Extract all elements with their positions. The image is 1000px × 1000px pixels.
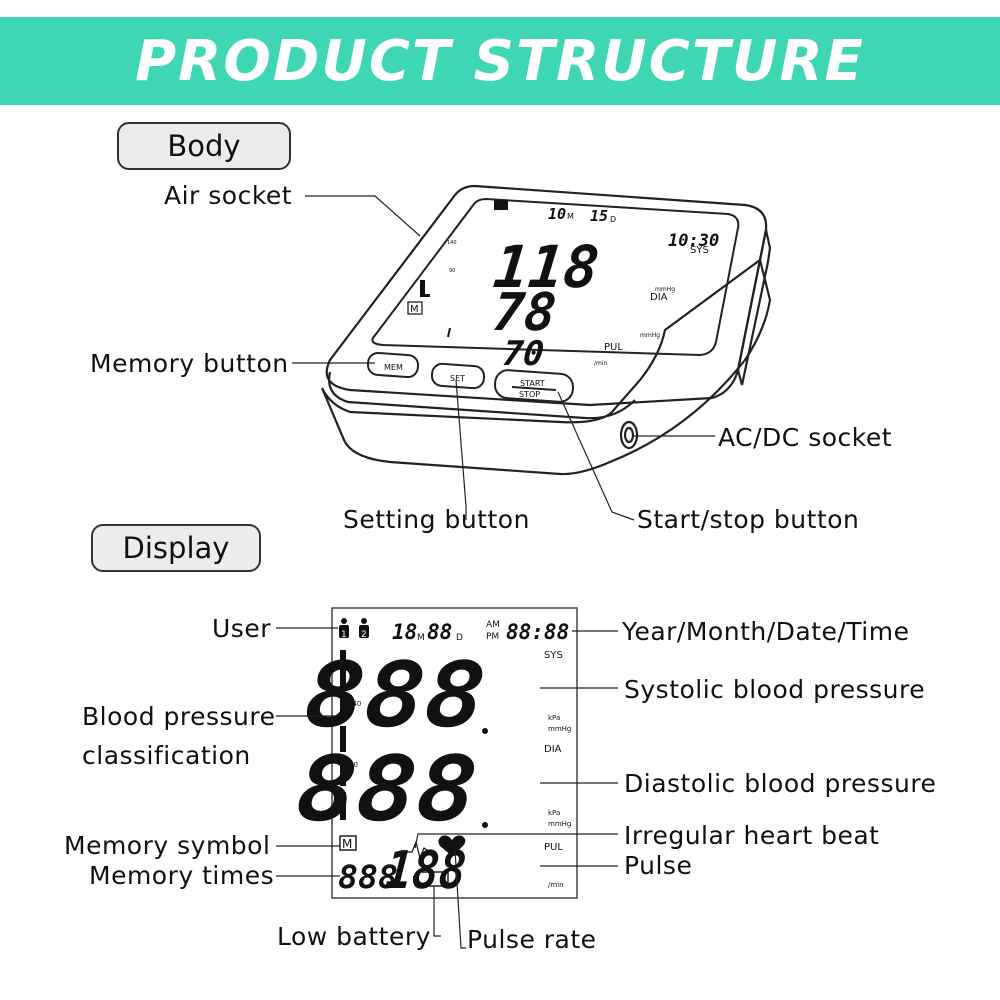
device-screen bbox=[371, 197, 740, 357]
label-year-date-time: Year/Month/Date/Time bbox=[622, 617, 910, 646]
svg-text:mmHg: mmHg bbox=[548, 820, 571, 828]
device-pulse: 70 bbox=[501, 334, 546, 374]
svg-text:DIA: DIA bbox=[650, 292, 668, 303]
svg-text:PM: PM bbox=[486, 632, 499, 642]
label-ac-dc-socket: AC/DC socket bbox=[718, 423, 893, 452]
svg-text:/min: /min bbox=[548, 881, 564, 889]
device-sys: 118 bbox=[490, 233, 602, 301]
svg-text:DIA: DIA bbox=[544, 744, 562, 755]
svg-text:kPa: kPa bbox=[548, 809, 560, 817]
lcd-month: 18 bbox=[392, 620, 417, 644]
device-front-edge bbox=[328, 371, 636, 420]
body-leader-lines bbox=[292, 195, 715, 521]
device-month: 10 bbox=[548, 205, 566, 223]
device-dia: 78 bbox=[490, 283, 559, 343]
start-text: START bbox=[520, 379, 545, 388]
page-title: PRODUCT STRUCTURE bbox=[135, 28, 865, 94]
svg-text:mmHg: mmHg bbox=[655, 286, 675, 293]
lcd-day: 88 bbox=[427, 620, 452, 644]
label-systolic: Systolic blood pressure bbox=[624, 675, 926, 704]
heart-icon bbox=[438, 835, 466, 856]
ac-dc-socket-shape bbox=[619, 420, 639, 450]
device-base bbox=[320, 258, 772, 476]
title-banner: PRODUCT STRUCTURE bbox=[0, 17, 1000, 105]
svg-text:140: 140 bbox=[348, 700, 361, 708]
label-pulse: Pulse bbox=[624, 851, 693, 880]
mem-button-text: MEM bbox=[384, 363, 403, 372]
svg-text:mmHg: mmHg bbox=[640, 332, 660, 339]
device-memory-box bbox=[407, 301, 423, 315]
lcd-memory-digits: 888 bbox=[338, 858, 398, 896]
svg-text:mmHg: mmHg bbox=[548, 725, 571, 733]
svg-text:2: 2 bbox=[361, 630, 367, 640]
display-leader-lines bbox=[276, 627, 618, 949]
svg-text:M: M bbox=[567, 212, 574, 221]
svg-text:D: D bbox=[610, 215, 616, 224]
device-body bbox=[320, 184, 772, 476]
label-user: User bbox=[212, 614, 271, 643]
user2-icon bbox=[359, 625, 369, 638]
label-irregular-heart-beat: Irregular heart beat bbox=[624, 821, 880, 850]
lcd-sys-digits: 888 bbox=[301, 643, 490, 748]
device-day: 15 bbox=[590, 207, 608, 225]
svg-text:PUL: PUL bbox=[544, 842, 563, 853]
memory-symbol-box bbox=[339, 835, 357, 851]
svg-text:PUL: PUL bbox=[604, 342, 623, 353]
svg-text:M: M bbox=[342, 837, 352, 851]
label-low-battery: Low battery bbox=[277, 922, 431, 951]
section-tag-display: Display bbox=[91, 524, 261, 572]
lcd-time: 88:88 bbox=[506, 620, 569, 644]
label-bp-classification-1: Blood pressure bbox=[82, 702, 276, 731]
svg-text:1: 1 bbox=[341, 630, 347, 640]
svg-text:M: M bbox=[417, 633, 425, 643]
user1-icon bbox=[339, 625, 349, 638]
label-memory-button: Memory button bbox=[90, 349, 289, 378]
svg-text:90: 90 bbox=[349, 761, 358, 769]
svg-text:D: D bbox=[456, 633, 463, 643]
label-setting-button: Setting button bbox=[343, 505, 530, 534]
device-screen-content: 10 M 15 D 10:30 118 SYS 78 mmHg DIA 70 m… bbox=[407, 200, 719, 374]
label-memory-symbol: Memory symbol bbox=[64, 831, 271, 860]
lcd-frame bbox=[331, 607, 578, 899]
device-side bbox=[736, 229, 772, 386]
device-user-icon bbox=[494, 200, 508, 210]
set-button-shape bbox=[430, 362, 486, 390]
svg-text:140: 140 bbox=[447, 240, 457, 246]
label-memory-times: Memory times bbox=[89, 861, 275, 890]
section-tag-body: Body bbox=[117, 122, 291, 170]
label-pulse-rate: Pulse rate bbox=[467, 925, 597, 954]
lcd-pulse-digits: 188 bbox=[383, 841, 468, 901]
label-start-stop-button: Start/stop button bbox=[637, 505, 860, 534]
label-air-socket: Air socket bbox=[164, 181, 293, 210]
irregular-wave-icon bbox=[402, 840, 431, 860]
lcd-content: 1 2 18 M 88 D AM PM 88:88 SYS 888 kPa mm… bbox=[292, 618, 571, 901]
start-stop-button-shape bbox=[493, 369, 575, 403]
label-bp-classification-2: classification bbox=[82, 741, 251, 770]
svg-text:SYS: SYS bbox=[544, 650, 563, 661]
svg-text:AM: AM bbox=[486, 620, 500, 630]
svg-text:SYS: SYS bbox=[690, 245, 709, 256]
lcd-dia-digits: 888 bbox=[292, 737, 481, 842]
svg-text:kPa: kPa bbox=[548, 714, 560, 722]
set-button-text: SET bbox=[450, 374, 465, 383]
svg-text:M: M bbox=[410, 304, 419, 315]
svg-text:/min: /min bbox=[594, 360, 608, 367]
label-diastolic: Diastolic blood pressure bbox=[624, 769, 937, 798]
device-time: 10:30 bbox=[668, 231, 719, 251]
svg-text:90: 90 bbox=[449, 268, 455, 274]
stop-text: STOP bbox=[519, 390, 540, 399]
